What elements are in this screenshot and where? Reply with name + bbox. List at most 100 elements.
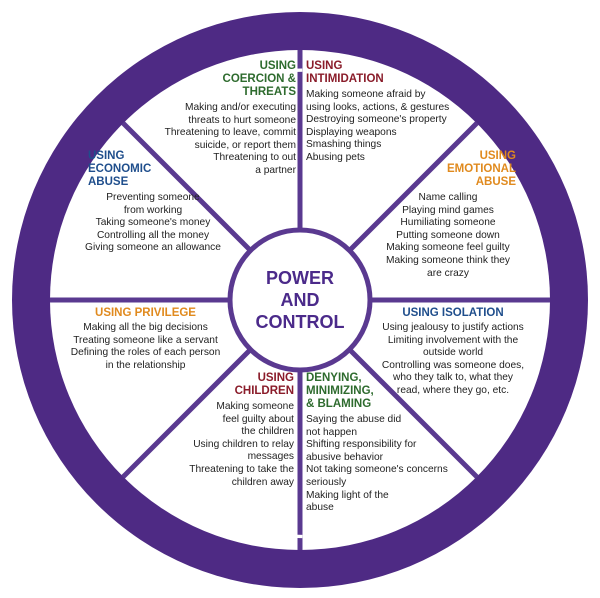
segment-title: USING EMOTIONAL ABUSE (374, 150, 522, 189)
item-line: threats to hurt someone (188, 114, 296, 126)
center-line-2: AND (280, 290, 320, 310)
item-line: Abusing pets (306, 151, 365, 163)
item-line: Preventing someone (106, 192, 200, 203)
item-line: Limiting involvement with the (387, 334, 519, 346)
item-line: Name calling (418, 192, 478, 203)
title-line: ECONOMIC (88, 163, 152, 175)
title-line: COERCION & (222, 73, 296, 85)
item-line: not happen (306, 426, 357, 438)
item-line: Saying the abuse did (306, 414, 402, 425)
segment-title: DENYING, MINIMIZING, & BLAMING (306, 372, 466, 411)
wheel-spokes (50, 50, 550, 550)
segment-title: USING ECONOMIC ABUSE (74, 150, 232, 189)
item-line: read, where they go, etc. (396, 384, 510, 396)
segment-items: Making and/or executing threats to hurt … (138, 102, 296, 178)
segment-title: USING ISOLATION (368, 307, 538, 320)
segment-isolation: USING ISOLATION Using jealousy to justif… (368, 307, 538, 398)
item-line: Humiliating someone (400, 217, 496, 229)
spoke-top-left (121, 121, 254, 254)
item-line: Taking someone's money (95, 217, 211, 229)
item-line: Putting someone down (396, 229, 500, 241)
item-line: suicide, or report them (194, 139, 296, 151)
segment-intimidation: USING INTIMIDATION Making someone afraid… (306, 60, 471, 165)
item-line: Controlling was someone does, (381, 359, 525, 371)
item-line: abuse (306, 502, 334, 514)
title-line: USING ISOLATION (402, 307, 504, 319)
spoke-top-right (346, 121, 479, 254)
title-line: ABUSE (88, 176, 129, 188)
title-line: USING (306, 60, 343, 72)
segment-items: Using jealousy to justify actions Limiti… (368, 322, 538, 398)
item-line: abusive behavior (306, 451, 384, 463)
item-line: Making someone feel guilty (386, 242, 510, 254)
segment-items: Saying the abuse did not happen Shifting… (306, 414, 466, 515)
item-line: Controlling all the money (96, 229, 210, 241)
center-circle (227, 227, 373, 373)
title-line: THREATS (242, 86, 296, 98)
spoke-bottom-left (121, 346, 254, 479)
title-line: USING (479, 150, 516, 162)
segment-title: USING PRIVILEGE (58, 307, 233, 320)
segment-coercion-threats: USING COERCION & THREATS Making and/or e… (138, 60, 296, 178)
item-line: Making light of the (306, 489, 389, 501)
item-line: Threatening to take the (189, 463, 294, 475)
segment-denying-minimizing-blaming: DENYING, MINIMIZING, & BLAMING Saying th… (306, 372, 466, 515)
title-line: ABUSE (475, 176, 516, 188)
segment-items: Preventing someone from working Taking s… (74, 192, 232, 255)
center-line-1: POWER (265, 268, 334, 288)
item-line: a partner (255, 164, 296, 176)
item-line: Threatening to leave, commit (164, 127, 296, 139)
item-line: Making someone think they (385, 254, 511, 266)
segment-emotional-abuse: USING EMOTIONAL ABUSE Name calling Playi… (374, 150, 522, 280)
title-line: DENYING, (306, 372, 362, 384)
title-line: USING (259, 60, 296, 72)
item-line: messages (247, 451, 294, 463)
segment-title: USING COERCION & THREATS (138, 60, 296, 99)
segment-privilege: USING PRIVILEGE Making all the big decis… (58, 307, 233, 372)
item-line: Not taking someone's concerns (306, 464, 448, 476)
item-line: from working (123, 204, 183, 216)
item-line: Playing mind games (402, 204, 494, 216)
spoke-bottom-right (346, 346, 479, 479)
item-line: children away (231, 476, 294, 488)
center-label: POWER AND CONTROL (230, 240, 370, 360)
item-line: Destroying someone's property (306, 114, 447, 126)
item-line: Defining the roles of each person (70, 347, 221, 359)
title-line: USING (88, 150, 125, 162)
segment-items: Making someone feel guilty about the chi… (160, 401, 294, 489)
title-line: INTIMIDATION (306, 73, 384, 85)
item-line: Threatening to out (213, 152, 296, 164)
item-line: who they talk to, what they (392, 372, 514, 384)
item-line: Making someone (216, 401, 294, 412)
segment-title: USING INTIMIDATION (306, 60, 471, 86)
title-line: USING PRIVILEGE (95, 307, 196, 319)
segment-items: Name calling Playing mind games Humiliat… (374, 192, 522, 280)
segment-economic-abuse: USING ECONOMIC ABUSE Preventing someone … (74, 150, 232, 255)
item-line: Smashing things (306, 139, 382, 151)
segment-title: USING CHILDREN (160, 372, 294, 398)
item-line: the children (241, 426, 294, 438)
title-line: & BLAMING (306, 398, 372, 410)
item-line: outside world (422, 347, 484, 359)
item-line: using looks, actions, & gestures (306, 101, 450, 113)
item-line: in the relationship (105, 359, 186, 371)
title-line: USING (257, 372, 294, 384)
item-line: are crazy (427, 267, 469, 279)
center-line-3: CONTROL (255, 312, 345, 332)
item-line: Making and/or executing (185, 102, 296, 113)
title-line: MINIMIZING, (306, 385, 374, 397)
item-line: Giving someone an allowance (85, 242, 221, 254)
item-line: Shifting responsibility for (306, 439, 417, 451)
item-line: Displaying weapons (306, 126, 397, 138)
item-line: Making all the big decisions (83, 322, 208, 333)
item-line: Treating someone like a servant (73, 334, 218, 346)
item-line: Making someone afraid by (306, 89, 426, 100)
item-line: Using jealousy to justify actions (382, 322, 524, 333)
item-line: Using children to relay (193, 438, 294, 450)
segment-children: USING CHILDREN Making someone feel guilt… (160, 372, 294, 489)
item-line: feel guilty about (222, 413, 294, 425)
title-line: CHILDREN (234, 385, 294, 397)
segment-items: Making someone afraid by using looks, ac… (306, 89, 471, 165)
segment-items: Making all the big decisions Treating so… (58, 322, 233, 372)
